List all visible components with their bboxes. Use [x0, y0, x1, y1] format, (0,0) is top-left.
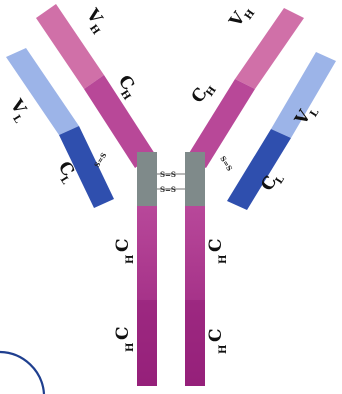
- label-vh-left: V H: [79, 5, 111, 37]
- hinge-disulfide-top: S=S: [160, 170, 176, 179]
- label-ch-stem-left-upper-main: C: [113, 238, 133, 252]
- label-ch-stem-right-upper-main: C: [206, 238, 226, 252]
- right-hl-disulfide: S=S: [218, 154, 234, 172]
- label-ch-stem-left-upper-sub: H: [125, 255, 136, 264]
- right-stem-lower: [185, 300, 205, 386]
- right-hinge: [185, 152, 205, 206]
- label-vl-left: V L: [3, 95, 34, 125]
- label-ch-stem-left-upper: C H: [113, 238, 136, 264]
- hinge-region: [137, 152, 205, 206]
- label-ch-stem-left-lower: C H: [113, 326, 136, 352]
- label-vh-right: V H: [225, 1, 257, 33]
- label-ch-stem-right-lower: C H: [206, 328, 229, 354]
- label-ch-stem-right-lower-sub: H: [218, 345, 229, 354]
- label-ch-stem-left-lower-sub: H: [125, 343, 136, 352]
- hinge-disulfide-bottom: S=S: [160, 185, 176, 194]
- label-ch-stem-left-lower-main: C: [113, 326, 133, 340]
- left-hl-disulfide: S=S: [92, 151, 108, 169]
- label-ch-stem-right-upper-sub: H: [218, 255, 229, 264]
- label-ch-stem-right-upper: C H: [206, 238, 229, 264]
- fc-region: [137, 206, 205, 386]
- corner-arc: [0, 352, 44, 394]
- right-cl-domain: [227, 129, 291, 210]
- left-stem-lower: [137, 300, 157, 386]
- label-ch-stem-right-lower-main: C: [206, 328, 226, 342]
- hinge-disulfide-bonds: S=S S=S: [157, 170, 185, 194]
- label-ch-right: C H: [188, 78, 219, 109]
- left-hinge: [137, 152, 157, 206]
